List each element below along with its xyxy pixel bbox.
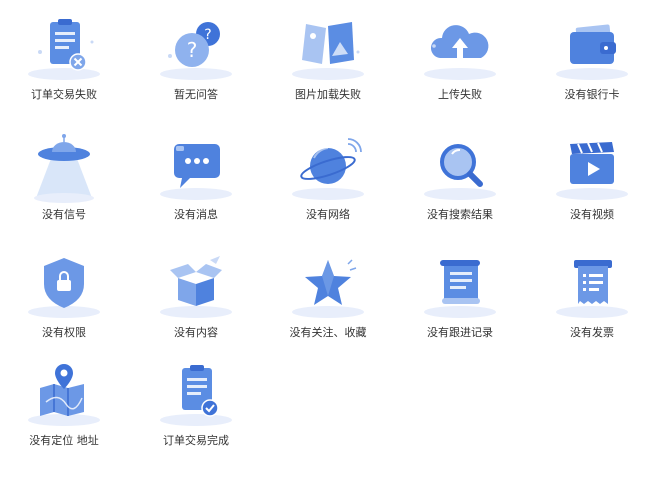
wallet-icon [546, 12, 638, 84]
empty-state-order-complete: 订单交易完成 [140, 358, 252, 458]
empty-state-label: 暂无问答 [174, 88, 218, 101]
upload-failed-icon [414, 12, 506, 84]
empty-state-label: 没有跟进记录 [427, 326, 493, 339]
shield-lock-icon [18, 250, 110, 322]
empty-state-upload-failed: 上传失败 [404, 12, 516, 112]
empty-state-no-message: 没有消息 [140, 132, 252, 232]
empty-state-label: 没有网络 [306, 208, 350, 221]
empty-state-no-video: 没有视频 [536, 132, 648, 232]
empty-state-no-signal: 没有信号 [8, 132, 120, 232]
image-failed-icon [282, 12, 374, 84]
empty-state-label: 没有银行卡 [564, 88, 620, 101]
empty-state-order-failed: 订单交易失败 [8, 12, 120, 112]
empty-state-label: 没有信号 [42, 208, 86, 221]
empty-state-label: 没有搜索结果 [427, 208, 493, 221]
magnifier-icon [414, 132, 506, 204]
empty-state-label: 没有消息 [174, 208, 218, 221]
question-icon: ? ? [150, 12, 242, 84]
receipt-icon [546, 250, 638, 322]
empty-state-no-content: 没有内容 [140, 250, 252, 350]
empty-state-label: 订单交易失败 [31, 88, 97, 101]
empty-state-label: 没有发票 [570, 326, 614, 339]
empty-state-no-permission: 没有权限 [8, 250, 120, 350]
empty-state-label: 图片加载失败 [295, 88, 361, 101]
empty-state-label: 没有权限 [42, 326, 86, 339]
empty-state-image-failed: 图片加载失败 [272, 12, 384, 112]
empty-state-label: 没有关注、收藏 [289, 326, 367, 339]
order-failed-icon [18, 12, 110, 84]
empty-state-no-search-results: 没有搜索结果 [404, 132, 516, 232]
empty-state-no-invoice: 没有发票 [536, 250, 648, 350]
planet-wifi-icon [282, 132, 374, 204]
scroll-icon [414, 250, 506, 322]
empty-state-label: 上传失败 [438, 88, 482, 101]
empty-state-label: 订单交易完成 [163, 434, 229, 447]
order-complete-icon [150, 358, 242, 430]
empty-state-no-location: 没有定位 地址 [8, 358, 120, 458]
empty-state-label: 没有视频 [570, 208, 614, 221]
empty-state-no-follow-up-records: 没有跟进记录 [404, 250, 516, 350]
ufo-signal-icon [18, 132, 110, 204]
open-box-icon [150, 250, 242, 322]
star-icon [282, 250, 374, 322]
map-pin-icon [18, 358, 110, 430]
clapperboard-icon [546, 132, 638, 204]
empty-state-no-network: 没有网络 [272, 132, 384, 232]
empty-state-no-bank-card: 没有银行卡 [536, 12, 648, 112]
empty-state-label: 没有定位 地址 [29, 434, 99, 447]
chat-message-icon [150, 132, 242, 204]
svg-text:?: ? [204, 27, 211, 43]
empty-state-no-follow-favorite: 没有关注、收藏 [272, 250, 384, 350]
empty-state-no-qa: ? ? 暂无问答 [140, 12, 252, 112]
empty-state-label: 没有内容 [174, 326, 218, 339]
svg-text:?: ? [187, 38, 198, 62]
